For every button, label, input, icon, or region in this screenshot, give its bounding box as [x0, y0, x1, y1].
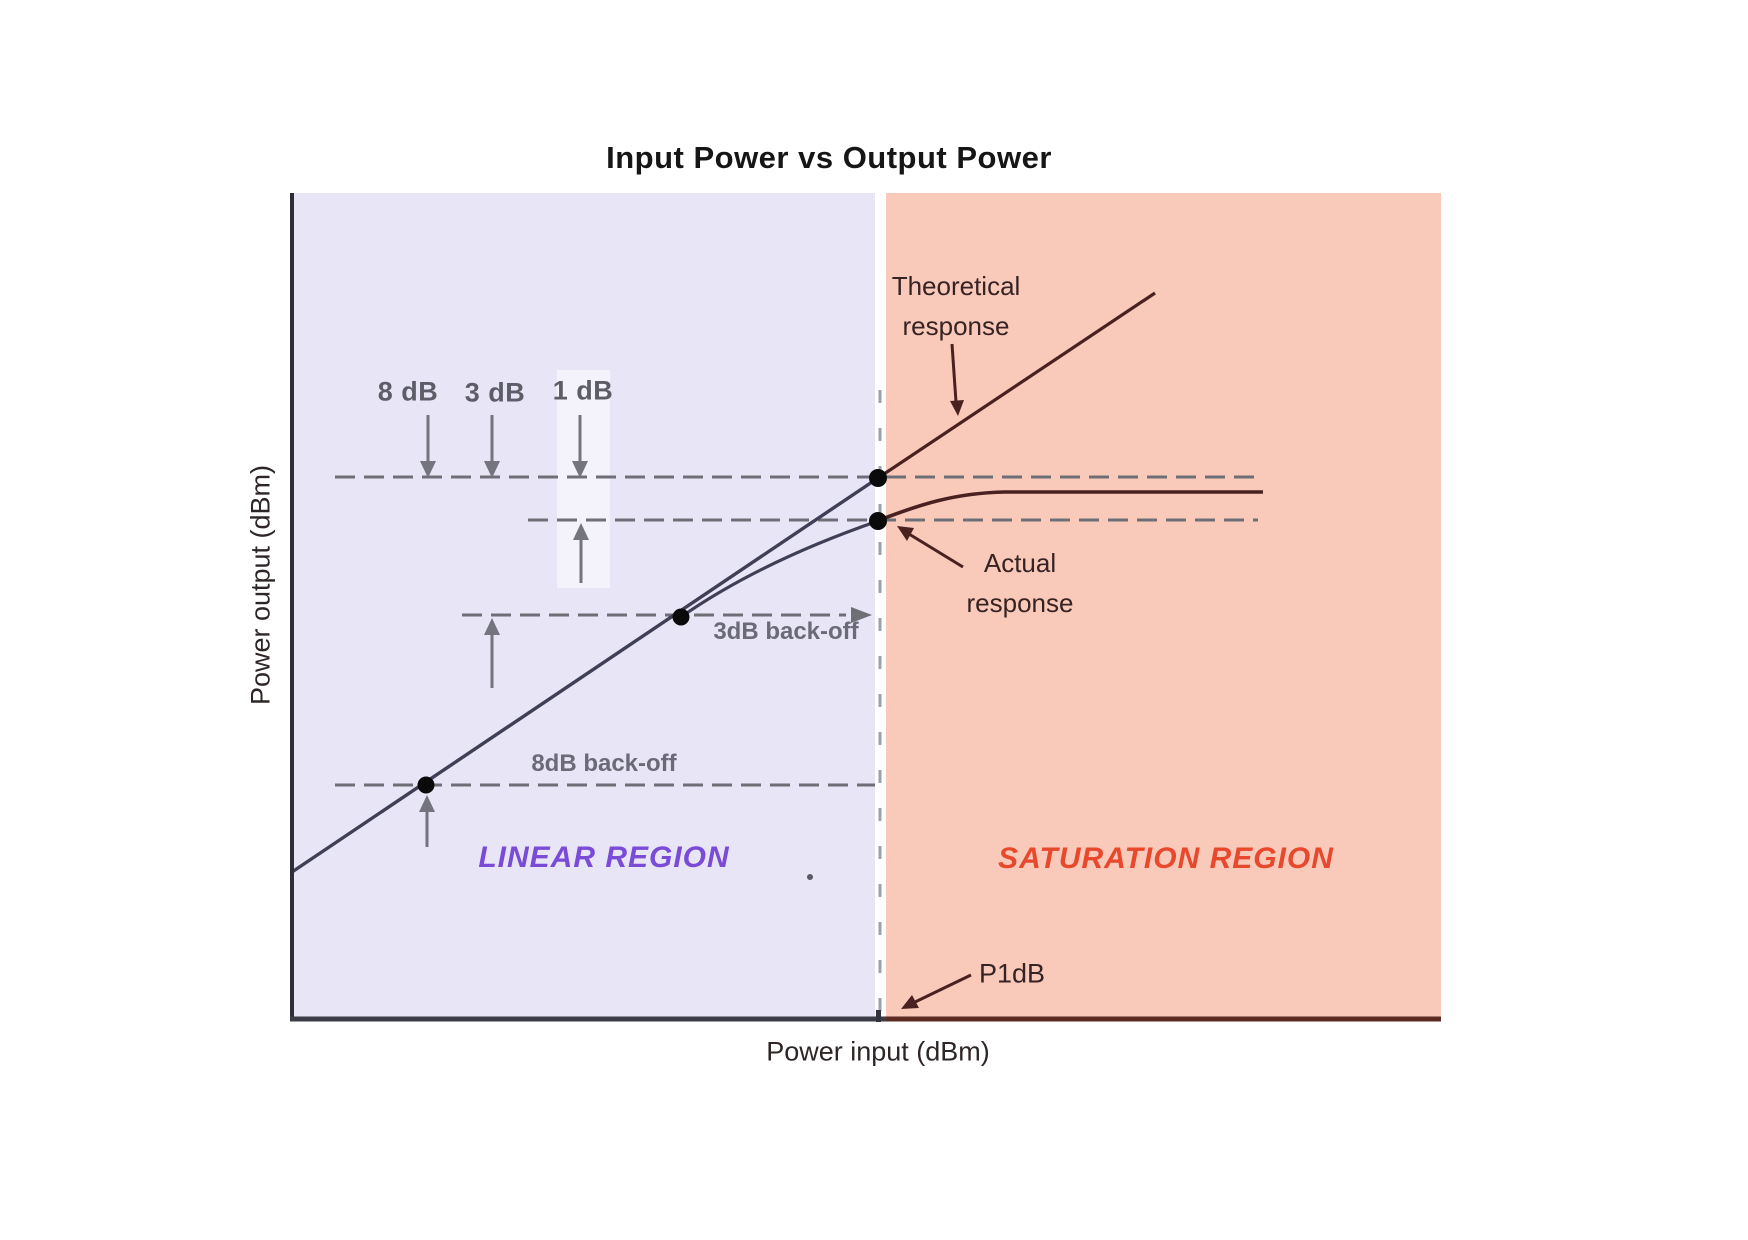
stray-dot [807, 874, 813, 880]
actual-response-label: Actual response [966, 548, 1074, 618]
gap-up-arrow-8db [419, 795, 435, 847]
saturation-region-label: SATURATION REGION [998, 842, 1334, 875]
gap-label-8db: 8 dB [377, 376, 439, 407]
actual-response-divergence [680, 519, 879, 619]
theoretical-response-line [877, 291, 1156, 480]
backoff8-label: 8dB back-off [531, 750, 677, 777]
arrowhead-icon [897, 526, 914, 541]
backoff3-right-arrowhead-icon [851, 607, 872, 623]
backoff3-point-dot [672, 608, 690, 626]
down-arrowhead-icon [484, 461, 500, 478]
down-arrowhead-icon [572, 461, 588, 478]
compression-point-dot [869, 512, 887, 530]
theoretical-p1db-point-dot [869, 469, 887, 487]
x-axis-title: Power input (dBm) [766, 1036, 990, 1067]
p1db-label: P1dB [978, 958, 1046, 989]
backoff8-point-dot [417, 776, 435, 794]
p1db-axis-tick [876, 1010, 881, 1022]
p1db-annotation-arrow [901, 973, 972, 1009]
arrowhead-icon [901, 995, 919, 1009]
gap-down-arrow-8db [420, 415, 436, 478]
highlight-band [557, 370, 610, 588]
gap-down-arrow-3db [484, 415, 500, 478]
backoff3-label: 3dB back-off [713, 618, 859, 645]
up-arrowhead-icon [573, 523, 589, 540]
linear-region-label: LINEAR REGION [478, 841, 730, 874]
y-axis-title: Power output (dBm) [245, 464, 276, 706]
linear-region-fill [292, 193, 875, 1019]
gap-label-3db: 3 dB [464, 377, 526, 408]
chart-title: Input Power vs Output Power [606, 140, 1052, 175]
saturation-region-fill [886, 193, 1441, 1019]
actual-response-saturation-curve [871, 490, 1263, 525]
theoretical-response-label: Theoretical response [891, 271, 1021, 341]
arrowhead-icon [950, 400, 964, 416]
actual-annotation-arrow [897, 526, 964, 569]
gap-down-arrow-1db [572, 415, 588, 478]
gap-label-1db: 1 dB [552, 375, 614, 406]
gap-up-arrow-3db [484, 618, 500, 688]
theoretical-annotation-arrow [950, 343, 964, 416]
up-arrowhead-icon [419, 795, 435, 812]
down-arrowhead-icon [420, 461, 436, 478]
gap-up-arrow-1db [573, 523, 589, 583]
up-arrowhead-icon [484, 618, 500, 635]
response-line-linear-part [291, 476, 879, 874]
